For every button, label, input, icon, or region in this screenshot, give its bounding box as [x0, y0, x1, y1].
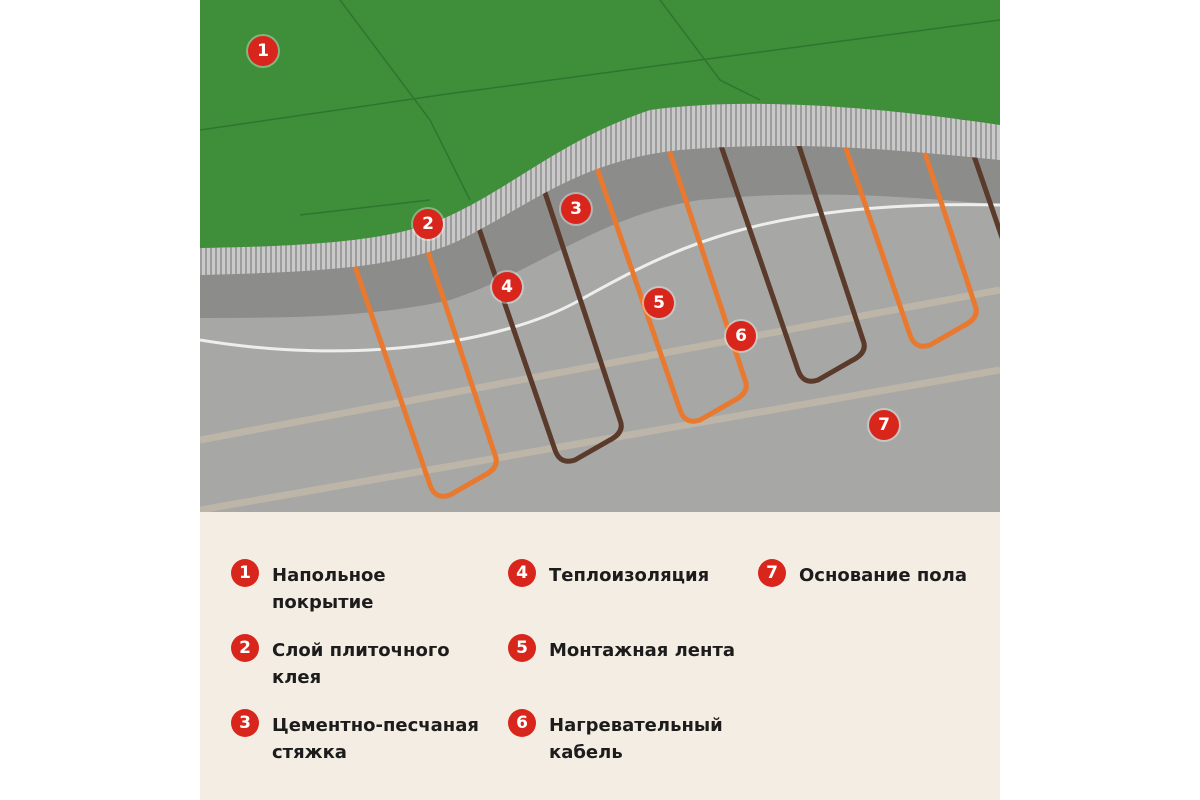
- legend-label: Цементно-песчаная стяжка: [272, 715, 479, 763]
- marker-2: 2: [413, 209, 443, 239]
- legend-item-7: 7 Основание пола: [758, 559, 1019, 589]
- legend-number: 1: [231, 559, 259, 587]
- marker-7: 7: [869, 410, 899, 440]
- legend-item-4: 4 Теплоизоляция: [508, 559, 769, 589]
- mounting-tape: [200, 366, 1000, 512]
- legend-item-2: 2 Слой плиточного клея: [231, 634, 462, 691]
- heating-cable-loop: [341, 209, 499, 499]
- legend-label: Основание пола: [799, 565, 967, 586]
- legend-number: 5: [508, 634, 536, 662]
- floor-heating-illustration: [200, 0, 1000, 512]
- heating-cables: [341, 39, 1000, 499]
- legend-item-5: 5 Монтажная лента: [508, 634, 769, 664]
- legend-label: Нагревательный кабель: [549, 715, 723, 763]
- marker-6: 6: [726, 321, 756, 351]
- tile-seams: [200, 0, 1000, 216]
- legend: 1 Напольное покрытие 2 Слой плиточного кле…: [200, 512, 1000, 800]
- screed-face: [200, 145, 1000, 318]
- heating-cable-loop: [821, 59, 979, 349]
- legend-number: 4: [508, 559, 536, 587]
- heating-cable-loop: [466, 174, 624, 464]
- marker-1: 1: [248, 36, 278, 66]
- legend-label: Слой плиточного клея: [272, 640, 450, 688]
- marker-5: 5: [644, 288, 674, 318]
- legend-number: 2: [231, 634, 259, 662]
- legend-item-3: 3 Цементно-песчаная стяжка: [231, 709, 482, 766]
- marker-4: 4: [492, 272, 522, 302]
- heating-cable-loop: [591, 134, 749, 424]
- legend-label: Напольное покрытие: [272, 565, 386, 613]
- legend-label: Монтажная лента: [549, 640, 736, 661]
- legend-number: 3: [231, 709, 259, 737]
- legend-label: Теплоизоляция: [549, 565, 710, 586]
- marker-3: 3: [561, 194, 591, 224]
- heating-cable-loop: [709, 94, 867, 384]
- legend-number: 6: [508, 709, 536, 737]
- legend-item-6: 6 Нагревательный кабель: [508, 709, 729, 766]
- legend-number: 7: [758, 559, 786, 587]
- adhesive-layer: [200, 103, 1000, 275]
- legend-item-1: 1 Напольное покрытие: [231, 559, 402, 616]
- floor-covering: [200, 0, 1000, 248]
